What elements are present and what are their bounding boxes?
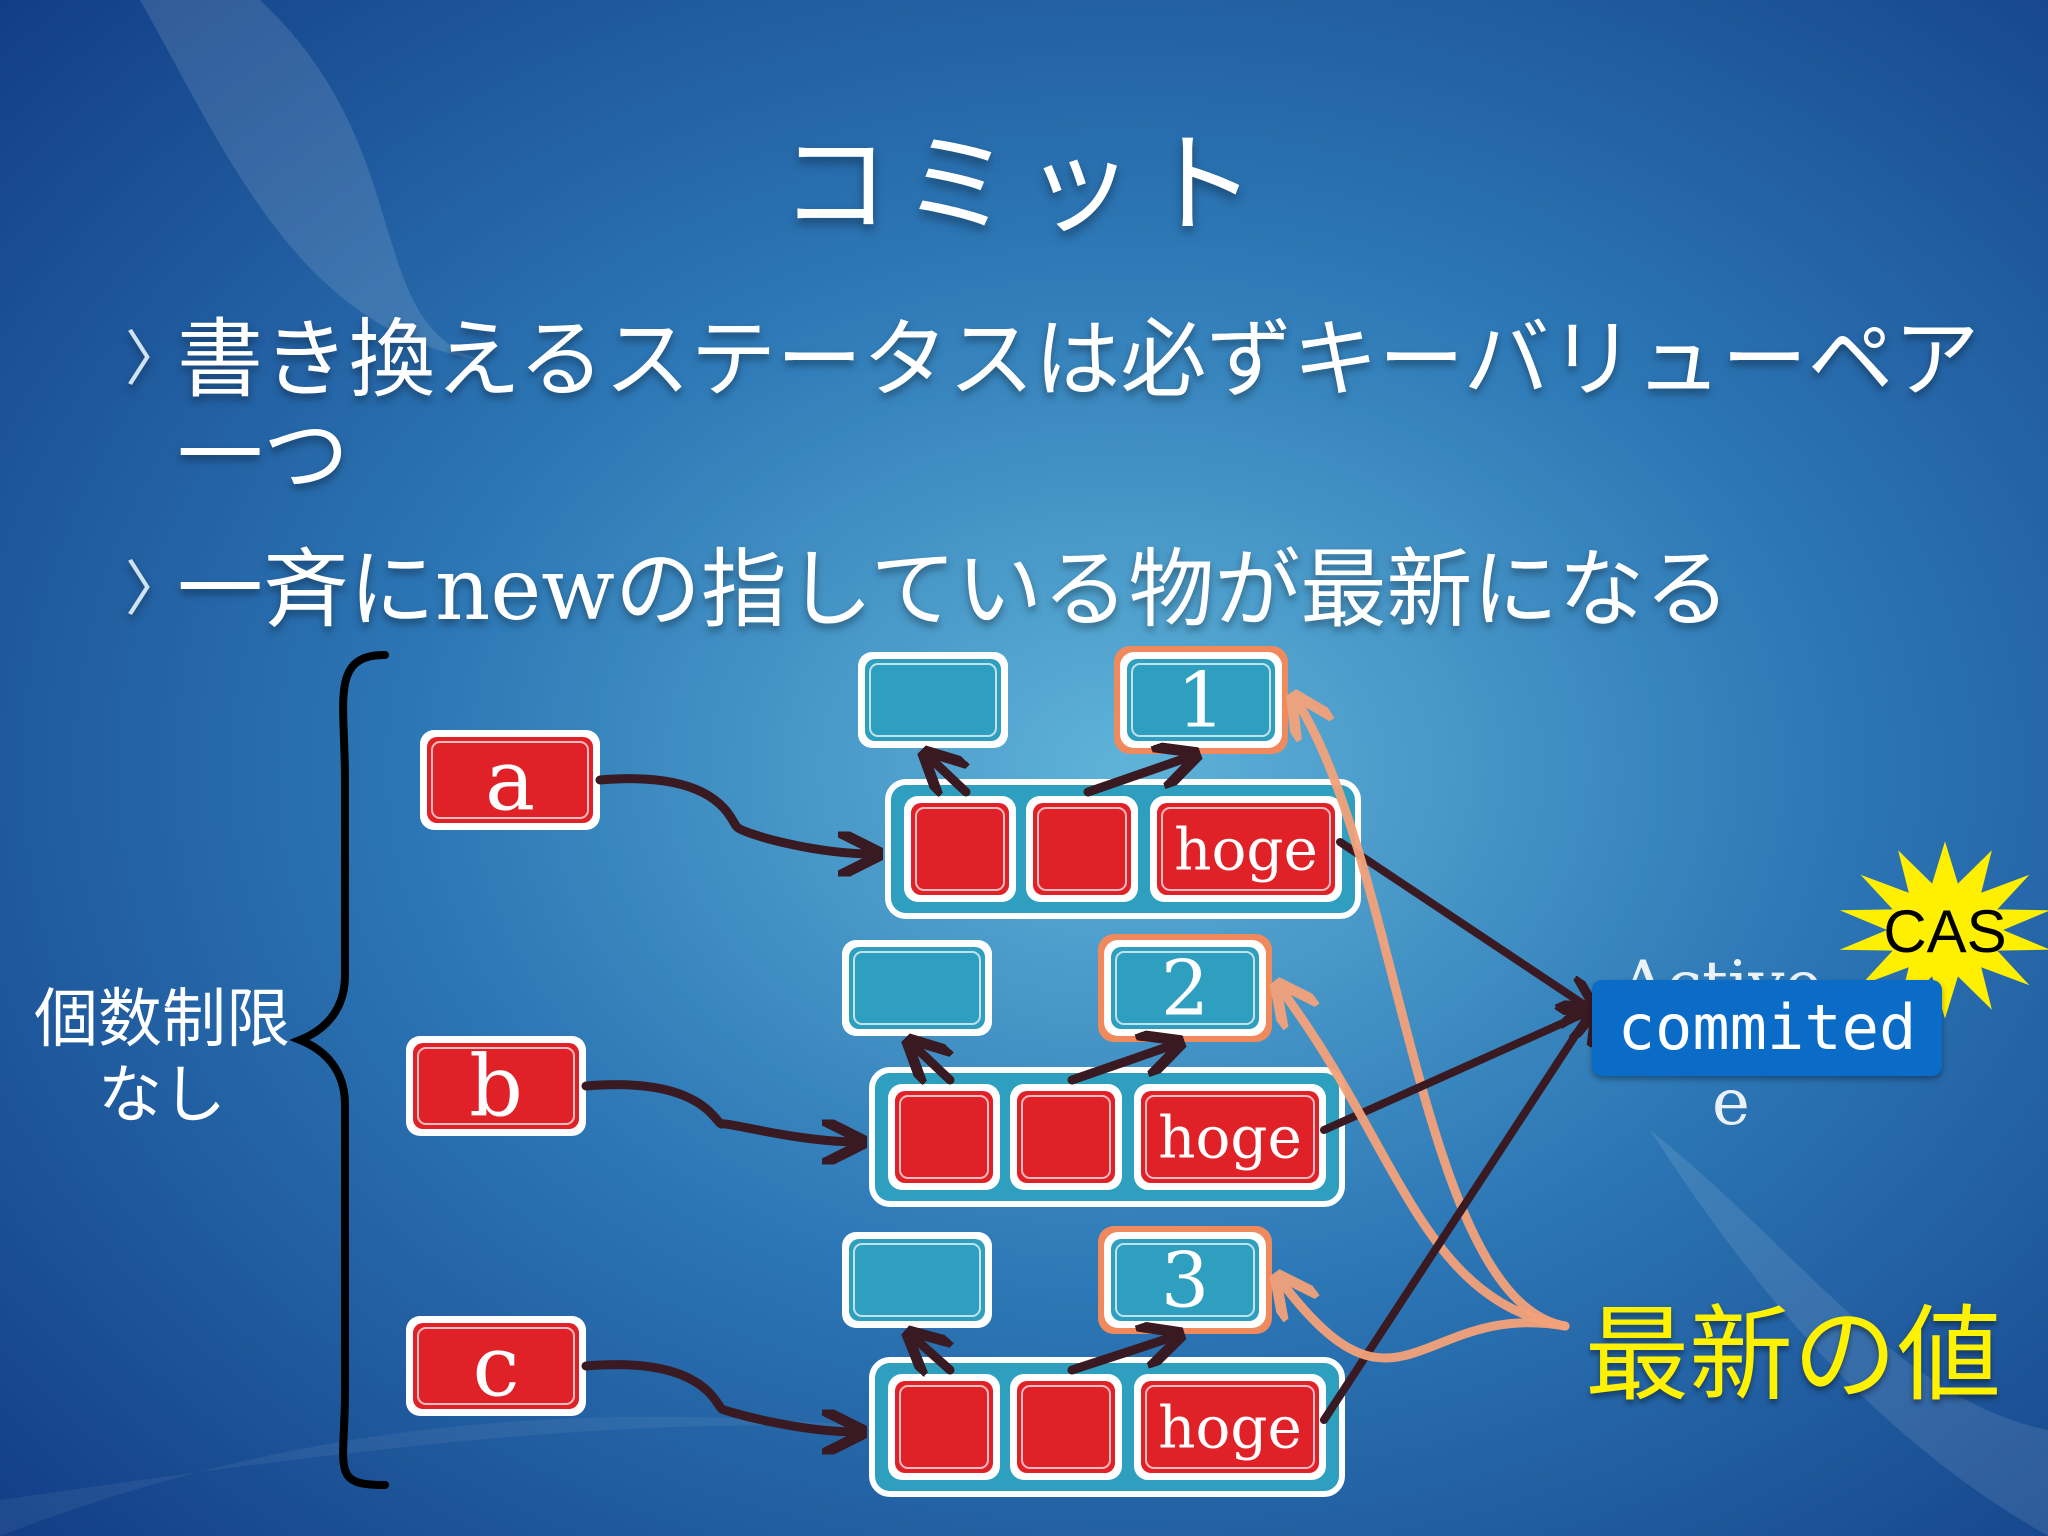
status-arrow-2 <box>1320 1010 1592 1134</box>
new-pointer-arrow <box>1067 1044 1176 1085</box>
entry-cell-old <box>904 796 1016 902</box>
old-value-box <box>842 1232 992 1328</box>
entry-cell-old <box>888 1084 1000 1190</box>
version-box-inner-label: 1 <box>1177 656 1225 745</box>
key-arrow-a <box>595 774 874 854</box>
grouping-brace <box>289 651 389 1489</box>
entry-cell-status-label: hoge <box>1158 1103 1302 1171</box>
version-box-inner-label: 2 <box>1161 944 1209 1033</box>
key-b: b <box>406 1036 586 1136</box>
latest-value-label: 最新の値 <box>1585 1294 2002 1416</box>
unlimited-count-label: 個数制限なし <box>34 983 290 1133</box>
entry-cell-status-label: hoge <box>1158 1393 1302 1461</box>
old-value-box <box>858 652 1008 748</box>
entry-cell-new <box>1010 1084 1122 1190</box>
key-c: c <box>406 1316 586 1416</box>
version-box-inner-label: 3 <box>1161 1236 1209 1325</box>
entry-cell-status: hoge <box>1150 796 1342 902</box>
bullet-marker: 〉 <box>125 555 185 625</box>
key-a-label: a <box>485 731 535 829</box>
status-commited-badge: commited <box>1592 980 1942 1076</box>
new-pointer-arrow <box>1067 1336 1176 1375</box>
bullet-text: 書き換えるステータスは必ずキーバリューペア一つ <box>177 310 1980 506</box>
old-value-box <box>842 940 992 1036</box>
new-pointer-arrow <box>1083 756 1192 797</box>
latest-arrow-1 <box>1296 700 1570 1331</box>
cas-star-shape <box>1839 841 2048 1019</box>
version-box-inner: 1 <box>1120 652 1282 748</box>
entry-cell-status: hoge <box>1134 1374 1326 1480</box>
key-arrow-b <box>581 1080 858 1142</box>
latest-arrow-3 <box>1280 1280 1570 1363</box>
entry-cell-status: hoge <box>1134 1084 1326 1190</box>
bullet-text: 一斉にnewの指している物が最新になる <box>177 540 1731 640</box>
entry-cell-new <box>1026 796 1138 902</box>
old-pointer-arrow <box>928 756 971 792</box>
bullet-marker: 〉 <box>125 325 185 395</box>
slide-title: コミット <box>780 121 1268 249</box>
old-pointer-arrow <box>912 1044 955 1080</box>
latest-arrow-2 <box>1280 988 1570 1331</box>
version-box-inner: 3 <box>1104 1232 1266 1328</box>
key-a: a <box>420 730 600 830</box>
version-box-inner: 2 <box>1104 940 1266 1036</box>
cas-label: CAS <box>1883 898 2006 965</box>
cas-burst: CAS <box>1839 841 2048 1019</box>
entry-cell-new <box>1010 1374 1122 1480</box>
key-arrow-c <box>581 1360 858 1432</box>
status-partial-bottom: e <box>1712 1066 1750 1140</box>
entry-cell-status-label: hoge <box>1174 815 1318 883</box>
status-arrow-1 <box>1336 838 1592 1010</box>
entry-cell-old <box>888 1374 1000 1480</box>
old-pointer-arrow <box>912 1336 955 1370</box>
key-b-label: b <box>469 1037 523 1135</box>
key-c-label: c <box>472 1317 519 1415</box>
